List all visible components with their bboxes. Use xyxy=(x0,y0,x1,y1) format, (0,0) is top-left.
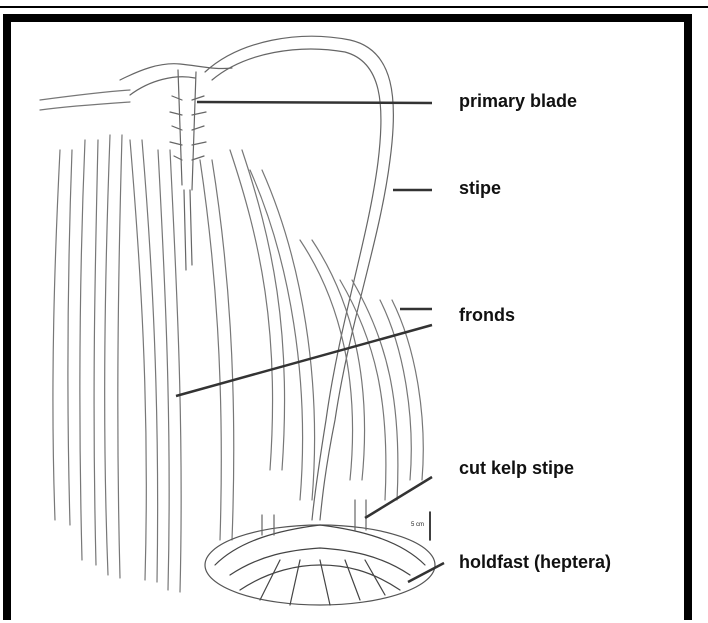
primary-blade-drawing xyxy=(120,64,232,270)
holdfast-drawing xyxy=(205,525,435,605)
label-primary-blade: primary blade xyxy=(459,91,577,112)
label-fronds: fronds xyxy=(459,305,515,326)
label-stipe: stipe xyxy=(459,178,501,199)
label-cut-kelp-stipe: cut kelp stipe xyxy=(459,458,574,479)
leader-lines xyxy=(176,102,444,582)
label-holdfast: holdfast (heptera) xyxy=(459,552,611,573)
scale-bar-label: 5 cm xyxy=(411,522,424,528)
